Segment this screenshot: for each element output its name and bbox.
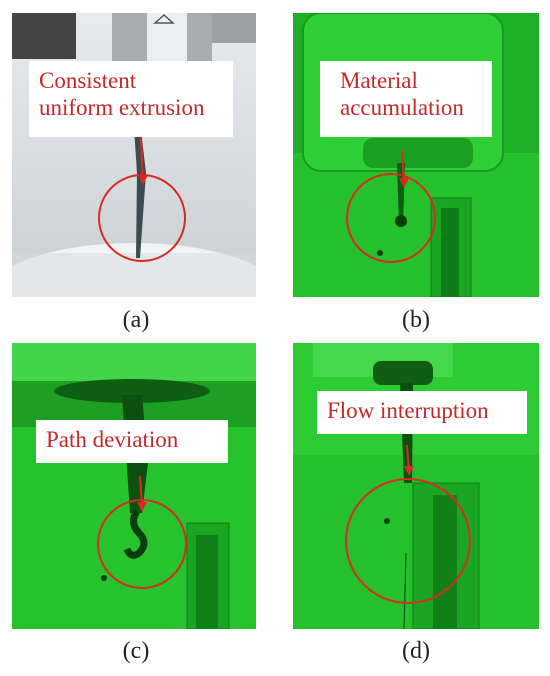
photo-d-scene <box>293 343 539 629</box>
photo-panel-d: Flow interruption <box>293 343 539 629</box>
caption-b: (b) <box>402 307 430 333</box>
photo-panel-b: Material accumulation <box>293 13 539 297</box>
photo-panel-a: Consistent uniform extrusion <box>12 13 256 297</box>
caption-d: (d) <box>402 638 430 664</box>
highlight-circle-b <box>346 173 436 263</box>
photo-a-scene <box>12 13 256 297</box>
photo-panel-c: Path deviation <box>12 343 256 629</box>
photo-c-scene <box>12 343 256 629</box>
panel-a-label: Consistent uniform extrusion <box>29 61 233 137</box>
photo-b-scene <box>293 13 539 297</box>
panel-c-label: Path deviation <box>36 420 228 463</box>
panel-d-label: Flow interruption <box>317 391 527 434</box>
panel-b-label: Material accumulation <box>320 61 492 137</box>
caption-c: (c) <box>122 638 150 664</box>
caption-a: (a) <box>122 307 150 333</box>
highlight-circle-c <box>97 499 187 589</box>
highlight-circle-a <box>98 174 186 262</box>
highlight-circle-d <box>345 478 471 604</box>
